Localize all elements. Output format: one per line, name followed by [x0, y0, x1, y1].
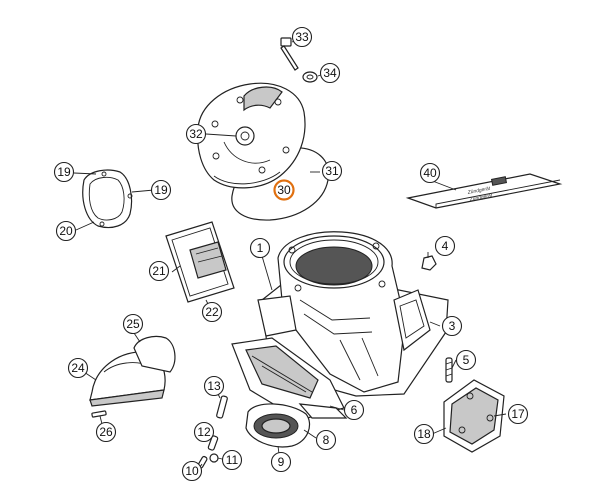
- cover-gasket-19-20: [82, 169, 133, 229]
- callout-20[interactable]: 20: [55, 220, 77, 242]
- intake-boot-8: [245, 403, 311, 448]
- callout-22[interactable]: 22: [201, 301, 223, 323]
- callout-9[interactable]: 9: [270, 451, 292, 473]
- svg-text:10: 10: [185, 464, 199, 478]
- svg-text:19: 19: [154, 183, 168, 197]
- svg-text:20: 20: [59, 224, 73, 238]
- callout-24[interactable]: 24: [67, 357, 89, 379]
- callout-13[interactable]: 13: [203, 375, 225, 397]
- svg-text:31: 31: [325, 164, 339, 178]
- small-parts-10-11-12: [197, 435, 219, 469]
- callout-32[interactable]: 32: [185, 123, 207, 145]
- svg-text:24: 24: [71, 361, 85, 375]
- nut-4: [421, 255, 437, 271]
- callout-17[interactable]: 17: [507, 403, 529, 425]
- callout-1[interactable]: 1: [249, 237, 271, 259]
- callout-6[interactable]: 6: [343, 399, 365, 421]
- svg-text:6: 6: [351, 403, 358, 417]
- svg-text:13: 13: [207, 379, 221, 393]
- reed-valve-21-22: [165, 221, 235, 303]
- callout-18[interactable]: 18: [413, 423, 435, 445]
- svg-text:32: 32: [189, 127, 203, 141]
- svg-text:11: 11: [226, 453, 239, 467]
- screw-5: [445, 357, 453, 383]
- svg-text:5: 5: [463, 353, 470, 367]
- callout-30[interactable]: 30: [273, 179, 295, 201]
- callout-26[interactable]: 26: [95, 421, 117, 443]
- svg-text:34: 34: [323, 66, 337, 80]
- callout-3[interactable]: 3: [441, 315, 463, 337]
- cylinder-1: [257, 231, 449, 397]
- svg-text:40: 40: [423, 166, 437, 180]
- callout-34[interactable]: 34: [319, 62, 341, 84]
- booklet-text-2: Zündgerät: [468, 193, 493, 204]
- screw-26: [91, 410, 107, 418]
- svg-text:17: 17: [511, 407, 525, 421]
- callout-19-top[interactable]: 19: [53, 161, 75, 183]
- manual-booklet-40: Zündgerät Zündgerät: [405, 173, 563, 209]
- callout-12[interactable]: 12: [193, 421, 215, 443]
- callout-31[interactable]: 31: [321, 160, 343, 182]
- callout-19-right[interactable]: 19: [150, 179, 172, 201]
- svg-text:22: 22: [205, 305, 219, 319]
- svg-text:19: 19: [57, 165, 71, 179]
- svg-text:1: 1: [257, 241, 264, 255]
- valve-cover-17-18: [443, 379, 505, 453]
- svg-text:9: 9: [278, 455, 285, 469]
- callout-4[interactable]: 4: [434, 235, 456, 257]
- callout-25[interactable]: 25: [122, 313, 144, 335]
- callout-21[interactable]: 21: [148, 260, 170, 282]
- intake-manifold-6: [231, 337, 348, 421]
- cylinder-head-32: [197, 82, 306, 189]
- svg-text:3: 3: [449, 319, 456, 333]
- svg-text:18: 18: [417, 427, 431, 441]
- svg-text:26: 26: [99, 425, 113, 439]
- callout-5[interactable]: 5: [455, 349, 477, 371]
- svg-text:21: 21: [152, 264, 166, 278]
- svg-text:12: 12: [197, 425, 211, 439]
- washer-34: [302, 71, 318, 83]
- svg-text:8: 8: [323, 433, 330, 447]
- screw-13: [216, 395, 228, 419]
- callout-8[interactable]: 8: [315, 429, 337, 451]
- svg-text:30: 30: [277, 183, 291, 197]
- bolt-33: [280, 37, 299, 71]
- svg-text:4: 4: [442, 239, 449, 253]
- svg-text:25: 25: [126, 317, 140, 331]
- callout-40[interactable]: 40: [419, 162, 441, 184]
- svg-text:33: 33: [295, 30, 309, 44]
- filter-pad-25: [133, 335, 176, 373]
- callout-10[interactable]: 10: [181, 460, 203, 482]
- callout-33[interactable]: 33: [291, 26, 313, 48]
- booklet-text-1: Zündgerät: [466, 186, 491, 197]
- callout-11[interactable]: 11: [221, 449, 243, 471]
